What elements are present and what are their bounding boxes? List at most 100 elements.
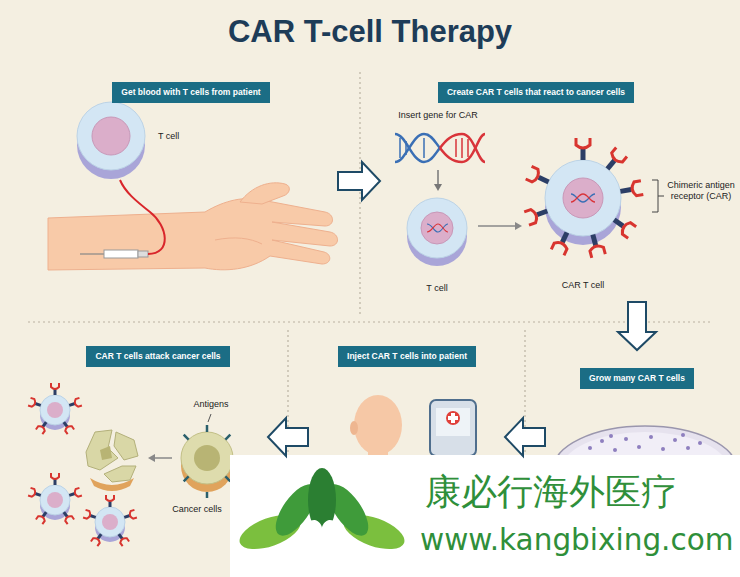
receptor bbox=[586, 233, 605, 258]
cell-colony bbox=[698, 441, 702, 445]
antigen-spike bbox=[184, 476, 189, 481]
logo-heart bbox=[306, 520, 338, 552]
car-t-cell-icon bbox=[83, 495, 137, 546]
receptor-stem bbox=[562, 232, 567, 242]
part-label: T cell bbox=[158, 131, 179, 142]
cell-nucleus bbox=[194, 445, 220, 471]
receptor-tip bbox=[620, 221, 636, 238]
watermark-text: www.kangbixing.com bbox=[420, 524, 734, 556]
car-t-cell-icon bbox=[28, 473, 82, 524]
antigen-spike bbox=[206, 492, 209, 498]
dna-strand bbox=[395, 134, 440, 162]
antigen-spike bbox=[225, 435, 230, 440]
watermark-text: 康必行海外医疗 bbox=[425, 472, 677, 512]
small-arrowhead bbox=[148, 454, 155, 462]
iv-bag bbox=[430, 400, 476, 456]
part-label: T cell bbox=[426, 283, 447, 294]
blood-tube bbox=[120, 180, 165, 254]
receptor bbox=[524, 204, 549, 225]
patient-arm bbox=[48, 199, 338, 271]
cell-colony bbox=[649, 435, 653, 439]
step-header: Inject CAR T cells into patient bbox=[338, 346, 476, 367]
receptor-stem bbox=[614, 220, 623, 226]
dna-strand bbox=[440, 134, 485, 162]
leader-line bbox=[208, 414, 211, 422]
receptor-stem bbox=[539, 177, 549, 182]
step-panel: Create CAR T cells that react to cancer … bbox=[380, 62, 740, 302]
step-header: CAR T cells attack cancer cells bbox=[86, 346, 229, 367]
cancer-cell-icon bbox=[181, 432, 233, 484]
cell-fragment bbox=[114, 432, 138, 460]
small-arrowhead bbox=[515, 222, 522, 230]
part-label: Antigens bbox=[193, 399, 228, 410]
dna-rung bbox=[399, 138, 401, 158]
cell-fragment bbox=[104, 466, 136, 482]
receptor bbox=[619, 181, 643, 199]
cell-colony bbox=[637, 445, 641, 449]
receptor bbox=[610, 214, 636, 238]
cell-colony bbox=[686, 446, 690, 450]
antigen-spike bbox=[184, 435, 189, 440]
part-label: Insert gene for CAR bbox=[398, 110, 478, 121]
syringe bbox=[104, 250, 138, 258]
receptor bbox=[602, 148, 627, 174]
part-label: Chimeric antigen receptor (CAR) bbox=[666, 180, 736, 202]
part-label: Cancer cells bbox=[172, 504, 222, 515]
mini-dna bbox=[571, 194, 595, 202]
dna-rung bbox=[467, 139, 469, 157]
t-cell-icon bbox=[77, 102, 145, 170]
dna-rung bbox=[461, 138, 463, 158]
divider-line bbox=[359, 72, 360, 314]
step-header: Create CAR T cells that react to cancer … bbox=[438, 82, 634, 103]
antigen-spike bbox=[206, 425, 209, 432]
divider-line bbox=[28, 321, 712, 322]
receptor-tip bbox=[526, 166, 541, 183]
dna-strand bbox=[440, 134, 485, 162]
small-arrow bbox=[155, 457, 172, 459]
cell-nucleus bbox=[563, 178, 603, 218]
flow-arrow bbox=[618, 302, 656, 350]
cell-colony bbox=[681, 433, 685, 437]
iv-bag-label bbox=[436, 408, 470, 436]
step-panel: CAR T cells attack cancer cellsAntigensC… bbox=[0, 330, 268, 577]
bracket bbox=[652, 180, 664, 212]
mini-dna bbox=[427, 224, 448, 232]
receptor-tip bbox=[631, 181, 643, 197]
car-t-cell-icon bbox=[28, 383, 82, 434]
receptor-tip bbox=[589, 244, 605, 257]
flow-arrow bbox=[505, 418, 545, 456]
car-t-cell-icon bbox=[545, 160, 621, 236]
cell-fragment bbox=[86, 430, 118, 470]
cell-colony bbox=[624, 437, 628, 441]
antigen-spike bbox=[225, 476, 230, 481]
medical-cross bbox=[446, 411, 460, 425]
cell-colony bbox=[588, 446, 592, 450]
receptor-tip bbox=[524, 209, 538, 226]
t-cell-icon bbox=[407, 198, 467, 258]
small-arrowhead bbox=[434, 184, 442, 191]
dna-rung bbox=[455, 139, 457, 157]
flow-arrow bbox=[268, 418, 308, 456]
mini-dna bbox=[427, 224, 448, 232]
small-arrow bbox=[478, 225, 515, 227]
syringe-plunger bbox=[138, 251, 148, 257]
step-header: Get blood with T cells from patient bbox=[112, 82, 269, 103]
cell-colony bbox=[673, 438, 677, 442]
receptor-tip bbox=[551, 240, 568, 255]
receptor bbox=[551, 229, 573, 255]
cell-colony bbox=[661, 447, 665, 451]
dna-rung bbox=[405, 141, 407, 155]
part-label: CAR T cell bbox=[562, 280, 605, 291]
diagram-title: CAR T-cell Therapy bbox=[0, 14, 740, 50]
watermark-panel bbox=[230, 455, 740, 577]
palm-crease bbox=[215, 238, 262, 244]
cell-nucleus bbox=[92, 117, 130, 155]
needle bbox=[80, 253, 104, 254]
receptor-stem bbox=[607, 160, 614, 168]
dna-rung bbox=[423, 138, 425, 158]
patient-head bbox=[354, 395, 402, 455]
step-panel: Get blood with T cells from patient T cel… bbox=[0, 62, 338, 302]
receptor-stem bbox=[537, 211, 547, 215]
step-header: Grow many CAR T cells bbox=[580, 368, 694, 389]
